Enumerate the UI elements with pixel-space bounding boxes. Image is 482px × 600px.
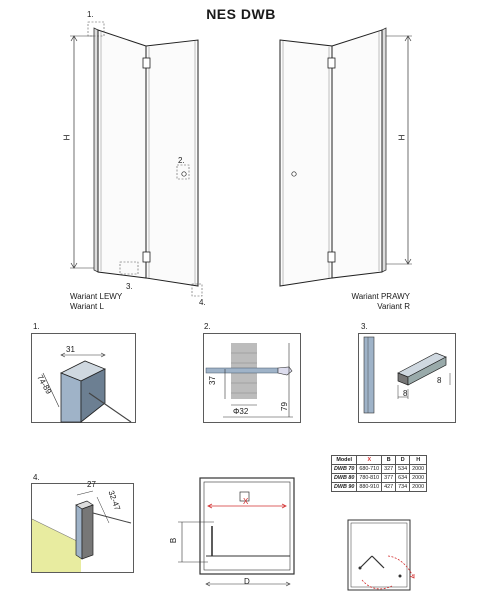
- detail-3-height-dim: 8: [437, 376, 442, 385]
- callout-3: 3.: [126, 282, 133, 291]
- left-variant-line1: Wariant LEWY: [70, 292, 123, 301]
- spec-header-b: B: [381, 455, 397, 465]
- detail-2-height-dim: 37: [207, 376, 217, 385]
- plan-view-drawing: [178, 477, 295, 587]
- table-row: DWB 90 880-910 427 734 2000: [330, 482, 428, 492]
- table-cell: 2000: [409, 464, 428, 474]
- spec-header-model: Model: [330, 455, 358, 465]
- detail-1-drawing: [31, 333, 136, 423]
- detail-4-label: 4.: [33, 473, 40, 482]
- left-variant-label: Wariant LEWY Wariant L: [70, 292, 122, 312]
- detail-2-label: 2.: [204, 322, 211, 331]
- detail-2-drawing: [203, 333, 301, 423]
- table-cell: 327: [381, 464, 397, 474]
- table-cell: 680-710: [356, 464, 383, 474]
- detail-2-bottom-dim: 79: [279, 402, 289, 411]
- spec-table: Model X B D H DWB 70 680-710 327 534 200…: [330, 455, 428, 492]
- table-cell: 880-910: [356, 482, 383, 492]
- table-cell: 634: [395, 473, 411, 483]
- right-variant-line1: Wariant PRAWY: [351, 292, 410, 301]
- table-cell: 2000: [409, 482, 428, 492]
- callout-4: 4.: [199, 298, 206, 307]
- spec-table-header: Model X B D H: [330, 455, 428, 465]
- right-variant-drawing: [279, 27, 412, 287]
- detail-4-top-dim: 27: [87, 480, 96, 489]
- table-cell: 780-810: [356, 473, 383, 483]
- left-variant-line2: Wariant L: [70, 302, 104, 311]
- spec-header-x: X: [356, 455, 383, 465]
- spec-header-d: D: [395, 455, 411, 465]
- left-height-label: H: [62, 134, 72, 141]
- detail-3-width-dim: 8: [403, 389, 408, 398]
- table-cell: 2000: [409, 473, 428, 483]
- table-cell: DWB 90: [330, 482, 358, 492]
- door-opening-diagram: [347, 519, 415, 591]
- spec-header-h: H: [409, 455, 428, 465]
- callout-1: 1.: [87, 10, 94, 19]
- table-cell: DWB 70: [330, 464, 358, 474]
- table-cell: DWB 80: [330, 473, 358, 483]
- right-height-label: H: [397, 134, 407, 141]
- page-title: NES DWB: [206, 6, 276, 22]
- table-cell: 377: [381, 473, 397, 483]
- plan-b-label: B: [169, 537, 179, 544]
- table-row: DWB 70 680-710 327 534 2000: [330, 464, 428, 474]
- right-variant-label: Wariant PRAWY Variant R: [330, 292, 410, 312]
- left-variant-drawing: [70, 21, 203, 297]
- right-variant-line2: Variant R: [377, 302, 410, 311]
- table-row: DWB 80 780-810 377 634 2000: [330, 473, 428, 483]
- detail-3-label: 3.: [361, 322, 368, 331]
- callout-2: 2.: [178, 156, 185, 165]
- plan-x-label: X: [243, 497, 249, 506]
- plan-d-label: D: [244, 577, 250, 586]
- table-cell: 427: [381, 482, 397, 492]
- detail-4-drawing: [31, 483, 134, 573]
- detail-2-diameter-dim: Φ32: [233, 407, 249, 416]
- detail-1-top-dim: 31: [66, 345, 75, 354]
- table-cell: 534: [395, 464, 411, 474]
- detail-1-label: 1.: [33, 322, 40, 331]
- table-cell: 734: [395, 482, 411, 492]
- detail-3-drawing: [358, 333, 456, 423]
